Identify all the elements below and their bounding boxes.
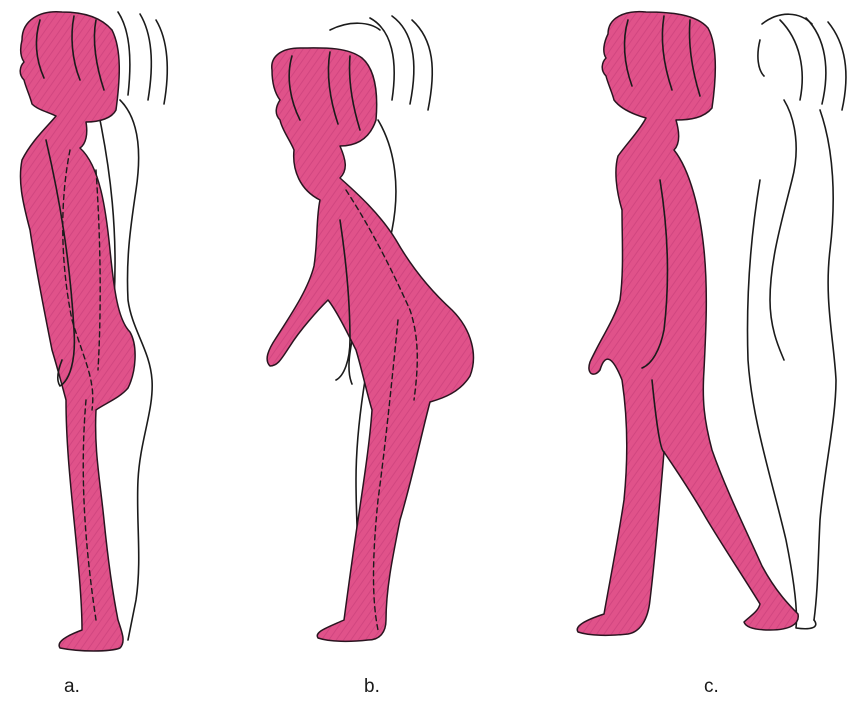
figure-c-outline (748, 14, 846, 628)
figure-c-body (577, 12, 798, 636)
figure-a (20, 12, 167, 651)
figure-c (577, 12, 846, 636)
figure-a-body (20, 12, 135, 651)
panel-label-a: a. (64, 676, 80, 698)
figure-b-body (267, 48, 473, 641)
figure-b (267, 16, 473, 641)
panel-label-b: b. (364, 676, 380, 698)
panel-label-c: c. (704, 676, 719, 698)
